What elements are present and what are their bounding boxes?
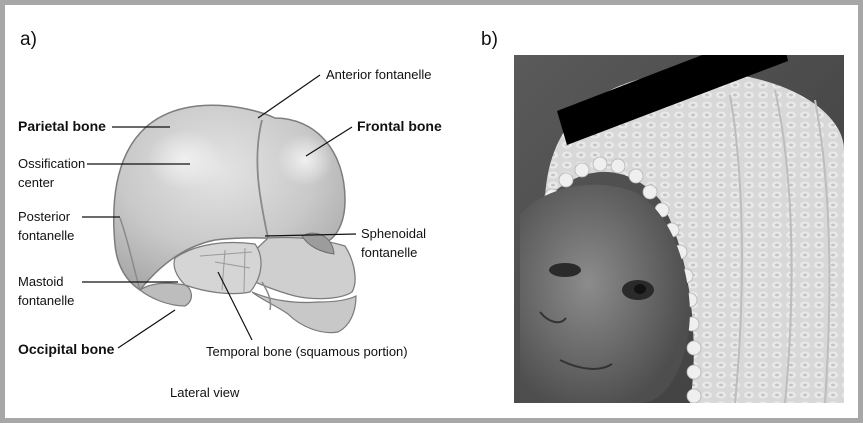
- baby-photo: [0, 0, 863, 423]
